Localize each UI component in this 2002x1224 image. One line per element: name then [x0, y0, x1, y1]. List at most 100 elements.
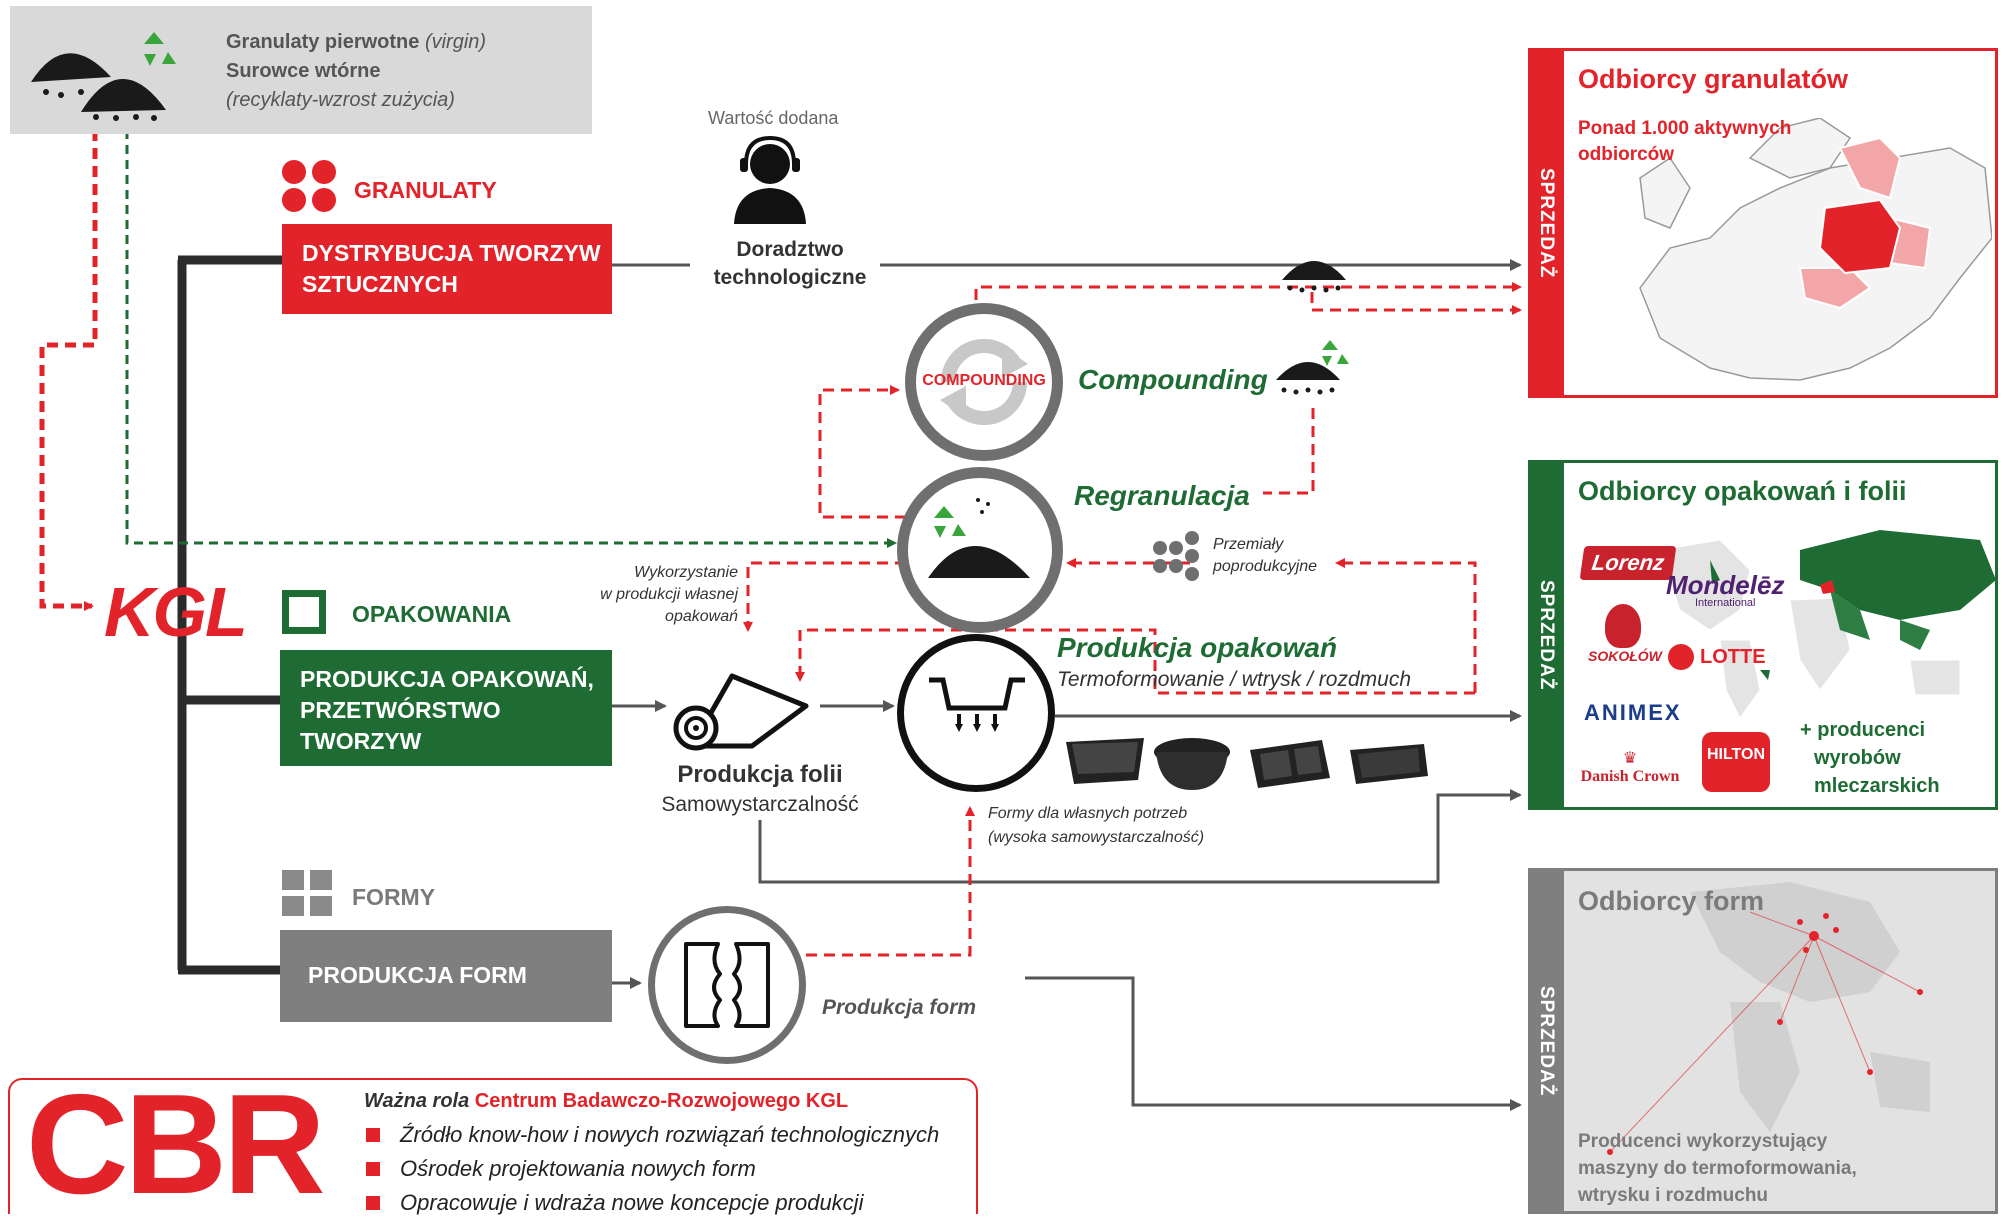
cbr-bullet-3 [366, 1196, 380, 1210]
customers-packaging-title: Odbiorcy opakowań i folii [1578, 476, 1907, 506]
customers-packaging-side: SPRZEDAŻ [1528, 460, 1564, 810]
customers-molds-desc3: wtrysku i rozdmuchu [1578, 1185, 1769, 1206]
cbr-item-2: Ośrodek projektowania nowych form [400, 1156, 756, 1181]
regranulation-circle [897, 467, 1063, 633]
mold-production-circle [648, 906, 806, 1064]
customers-packaging-extra1: + producenci [1800, 719, 1926, 741]
world-map-packaging [1660, 530, 1996, 719]
granulaty-box-line1: DYSTRYBUCJA TWORZYW [302, 240, 601, 266]
customers-granulates-side: SPRZEDAŻ [1528, 48, 1564, 398]
logo-mondelez-main: Mondelēz [1666, 570, 1785, 600]
granulaty-icon [282, 160, 338, 212]
opakowania-box-line3: TWORZYW [300, 728, 422, 754]
cycle-arrows-icon [940, 338, 1028, 426]
regrind-dots-icon [1153, 531, 1199, 581]
customers-granulates-title: Odbiorcy granulatów [1578, 64, 1849, 94]
compounding-label: Compounding [1078, 364, 1268, 395]
thermoforming-icon [929, 677, 1025, 732]
customers-molds-title: Odbiorcy form [1578, 886, 1765, 916]
cbr-bullet-2 [366, 1162, 380, 1176]
kgl-logo: KGL [104, 573, 248, 651]
logo-mondelez: Mondelēz International [1666, 570, 1784, 609]
regranulacja-label: Regranulacja [1074, 480, 1250, 511]
cbr-box [8, 1078, 978, 1214]
produkcja-form-label: Produkcja form [822, 996, 977, 1019]
granulate-pile-small-icon [1282, 261, 1346, 293]
logo-lorenz: Lorenz [1579, 546, 1677, 580]
formy-dla-line1: Formy dla własnych potrzeb [988, 805, 1188, 822]
wykorzystanie-line3: opakowań [665, 608, 738, 625]
formy-dla-line2: (wysoka samowystarczalność) [988, 829, 1205, 846]
wartosc-dodana-label: Wartość dodana [708, 108, 839, 128]
formy-heading: FORMY [352, 884, 436, 910]
recycle-icon [144, 32, 176, 66]
przemialy-label: Przemiały poprodukcyjne [1213, 534, 1317, 578]
formy-box: PRODUKCJA FORM [280, 930, 612, 1022]
compounding-circle [905, 303, 1063, 461]
customers-packaging-extra: + producenci wyrobów mleczarskich [1800, 716, 1940, 800]
logo-danish-crown-text: Danish Crown [1580, 768, 1680, 785]
termoformowanie-label: Termoformowanie / wtrysk / rozdmuch [1057, 668, 1411, 691]
raw-materials-box [10, 6, 592, 134]
samowystarczalnosc-label: Samowystarczalność [661, 793, 859, 816]
granulaty-heading: GRANULATY [354, 177, 497, 203]
granulaty-box-line2: SZTUCZNYCH [302, 271, 458, 297]
cbr-item-3: Opracowuje i wdraża nowe koncepcje produ… [400, 1190, 864, 1215]
recycle-icon [934, 506, 966, 538]
logo-sokolow-text: SOKOŁÓW [1588, 648, 1662, 664]
logo-animex: ANIMEX [1584, 700, 1682, 725]
cbr-heading: Ważna rola Centrum Badawczo-Rozwojowego … [364, 1090, 848, 1113]
logo-lotte: LOTTE [1668, 644, 1766, 670]
world-map-molds [1607, 882, 1930, 1155]
produkcja-folii-title: Produkcja folii [677, 761, 843, 788]
doradztwo-line2: technologiczne [713, 266, 867, 289]
wykorzystanie-label: Wykorzystanie w produkcji własnej opakow… [560, 562, 738, 628]
produkcja-folii-label: Produkcja folii Samowystarczalność [630, 760, 890, 820]
packaging-production-circle [897, 634, 1055, 792]
granulate-pile-icon [31, 32, 176, 121]
secondary-label: Surowce wtórne [226, 60, 381, 82]
customers-granulates-sub2: odbiorców [1578, 144, 1675, 165]
opakowania-box-line2: PRZETWÓRSTWO [300, 697, 501, 723]
europe-map-granulates [1639, 118, 1992, 381]
cbr-item-1: Źródło know-how i nowych rozwiązań techn… [400, 1122, 940, 1147]
logo-sokolow: SOKOŁÓW [1588, 604, 1662, 664]
cbr-logo: CBR [26, 1065, 326, 1224]
logo-mondelez-sub: International [1694, 597, 1756, 609]
film-roll-icon [673, 673, 809, 751]
opakowania-box: PRODUKCJA OPAKOWAŃ, PRZETWÓRSTWO TWORZYW [280, 650, 612, 766]
przemialy-line1: Przemiały [1213, 536, 1284, 553]
opakowania-heading: OPAKOWANIA [352, 601, 512, 627]
formy-icon [282, 870, 334, 918]
doradztwo-line1: Doradztwo [736, 238, 844, 261]
raw-materials-text: Granulaty pierwotne (virgin) Surowce wtó… [226, 28, 486, 115]
virgin-italic: (virgin) [424, 31, 487, 53]
opakowania-box-line1: PRODUKCJA OPAKOWAŃ, [300, 666, 594, 692]
logo-lotte-text: LOTTE [1700, 645, 1766, 668]
wykorzystanie-line1: Wykorzystanie [633, 564, 738, 581]
customers-molds-desc: Producenci wykorzystujący maszyny do ter… [1578, 1128, 1857, 1209]
opakowania-icon [282, 590, 326, 634]
cbr-heading-prefix: Ważna rola [364, 1090, 470, 1112]
logo-hilton-text: HILTON [1706, 746, 1766, 763]
customers-granulates-sub: Ponad 1.000 aktywnych odbiorców [1578, 116, 1791, 168]
recyclates-label: (recyklaty-wzrost zużycia) [226, 89, 455, 111]
mold-icon [684, 942, 770, 1028]
packaging-trays-image [1066, 738, 1428, 790]
customers-molds-desc2: maszyny do termoformowania, [1578, 1158, 1857, 1179]
customers-packaging-extra2: wyrobów [1814, 747, 1901, 769]
cbr-heading-main: Centrum Badawczo-Rozwojowego KGL [474, 1090, 849, 1112]
przemialy-line2: poprodukcyjne [1213, 558, 1318, 575]
virgin-label: Granulaty pierwotne [226, 31, 420, 53]
customers-packaging-extra3: mleczarskich [1814, 775, 1940, 797]
logo-danish-crown: ♛ Danish Crown [1570, 748, 1690, 786]
produkcja-opakowan-label: Produkcja opakowań [1057, 632, 1338, 663]
recycled-granulate-pile-icon [1276, 340, 1349, 395]
wykorzystanie-line2: w produkcji własnej [600, 586, 738, 603]
customers-molds-desc1: Producenci wykorzystujący [1578, 1131, 1828, 1152]
logo-hilton: HILTON [1702, 732, 1770, 792]
formy-box-line1: PRODUKCJA FORM [308, 962, 527, 988]
formy-dla-label: Formy dla własnych potrzeb (wysoka samow… [988, 802, 1204, 850]
customers-molds-side: SPRZEDAŻ [1528, 868, 1564, 1214]
